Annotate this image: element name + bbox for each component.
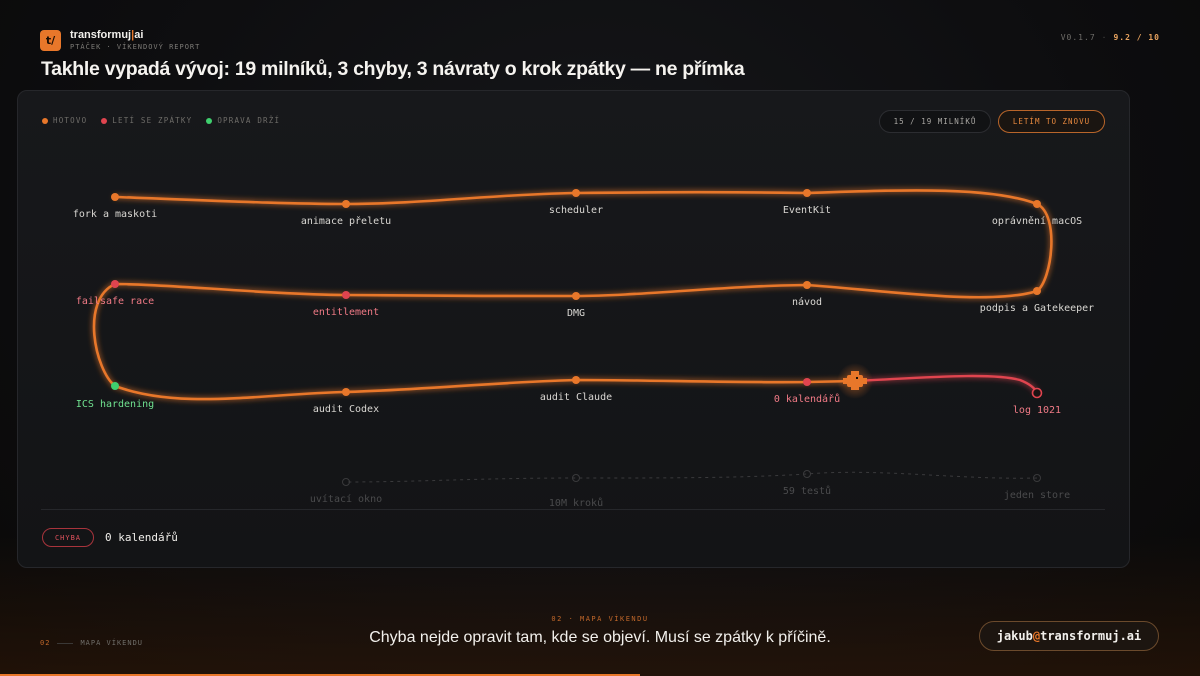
label-ics: ICS hardening [76, 399, 154, 410]
label-podpis: podpis a Gatekeeper [980, 303, 1094, 314]
version-score: 9.2 / 10 [1113, 33, 1160, 42]
footer-dash-icon [57, 642, 74, 644]
legend-item-done: HOTOVO [42, 116, 87, 125]
node-59-testu [803, 470, 811, 478]
label-opravneni: oprávnění macOS [992, 215, 1082, 227]
label-animace: animace přeletu [301, 215, 391, 227]
label-scheduler: scheduler [549, 205, 603, 216]
node-podpis [1033, 287, 1041, 295]
node-audit-claude [572, 376, 580, 384]
return-path [853, 374, 1039, 395]
milestone-nodes [111, 189, 1043, 486]
footer-section-num: 02 [40, 639, 51, 647]
bird-icon [837, 363, 873, 399]
node-audit-codex [342, 388, 350, 396]
legend-fix-label: OPRAVA DRŽÍ [217, 116, 281, 125]
legend-fix-dot-icon [206, 117, 213, 124]
brand-name-bar-icon: | [131, 29, 135, 41]
email-at: @ [1032, 629, 1041, 643]
brand-name-tld: ai [134, 29, 144, 41]
label-failsafe: failsafe race [76, 296, 154, 307]
milestone-labels: fork a maskoti animace přeletu scheduler… [73, 205, 1094, 509]
version-separator: · [1101, 33, 1108, 42]
legend-done-dot-icon [42, 117, 48, 124]
legend-item-fix: OPRAVA DRŽÍ [206, 116, 280, 125]
status-text: 0 kalendářů [105, 531, 178, 544]
node-uvitaci [342, 478, 350, 486]
label-59-testu: 59 testů [783, 485, 831, 497]
node-opravneni [1033, 200, 1041, 208]
label-audit-claude: audit Claude [540, 392, 612, 403]
label-log: log 1021 [1013, 405, 1061, 416]
node-scheduler [572, 189, 580, 197]
brand-subtitle: PTÁČEK · VÍKENDOVÝ REPORT [70, 43, 201, 51]
milestone-counter: 15 / 19 MILNÍKŮ [879, 110, 991, 133]
label-uvitaci: uvítací okno [310, 493, 382, 505]
node-log [1031, 387, 1043, 399]
map-panel [17, 90, 1130, 568]
node-jeden-store [1033, 474, 1041, 482]
email-link[interactable]: jakub@transformuj.ai [979, 621, 1159, 651]
slide-progress-bar [0, 674, 640, 676]
version-number: V0.1.7 [1060, 33, 1096, 42]
brand-name-main: transformuj [70, 29, 132, 41]
status-badge: CHYBA [42, 528, 94, 547]
legend-done-label: HOTOVO [53, 116, 88, 125]
email-domain: transformuj.ai [1040, 629, 1142, 643]
legend-item-back: LETÍ SE ZPÁTKY [101, 116, 192, 125]
brand-logo: t/ [40, 30, 61, 51]
version-info: V0.1.7 · 9.2 / 10 [1061, 33, 1160, 42]
footer-section-name: MAPA VÍKENDU [80, 639, 144, 647]
node-ics [111, 382, 119, 390]
label-dmg: DMG [567, 308, 585, 319]
label-0-kalendaru: 0 kalendářů [774, 393, 840, 405]
label-jeden-store: jeden store [1004, 490, 1070, 501]
label-fork: fork a maskoti [73, 209, 157, 220]
footer-section: 02 MAPA VÍKENDU [40, 639, 143, 647]
footer-caption: Chyba nejde opravit tam, kde se objeví. … [369, 629, 831, 646]
brand-name: transformuj|ai [70, 29, 143, 41]
node-eventkit [803, 189, 811, 197]
node-animace [342, 200, 350, 208]
legend-back-label: LETÍ SE ZPÁTKY [112, 116, 193, 125]
node-10m-kroku [572, 474, 580, 482]
node-0-kalendaru [803, 378, 811, 386]
node-entitlement [342, 291, 350, 299]
label-eventkit: EventKit [783, 205, 831, 216]
replay-button[interactable]: LETÍM TO ZNOVU [998, 110, 1105, 133]
node-fork [111, 193, 119, 201]
panel-divider [41, 509, 1105, 510]
node-dmg [572, 292, 580, 300]
pending-path [345, 471, 1038, 483]
footer-kicker: 02 · MAPA VÍKENDU [551, 615, 649, 623]
label-entitlement: entitlement [313, 307, 379, 318]
email-user: jakub [996, 629, 1033, 643]
label-audit-codex: audit Codex [313, 404, 379, 415]
node-failsafe [111, 280, 119, 288]
node-navod [803, 281, 811, 289]
label-10m-kroku: 10M kroků [549, 497, 603, 509]
legend: HOTOVO LETÍ SE ZPÁTKY OPRAVA DRŽÍ [42, 116, 280, 125]
page-title: Takhle vypadá vývoj: 19 milníků, 3 chyby… [41, 58, 745, 80]
label-navod: návod [792, 296, 822, 308]
legend-back-dot-icon [101, 117, 108, 124]
